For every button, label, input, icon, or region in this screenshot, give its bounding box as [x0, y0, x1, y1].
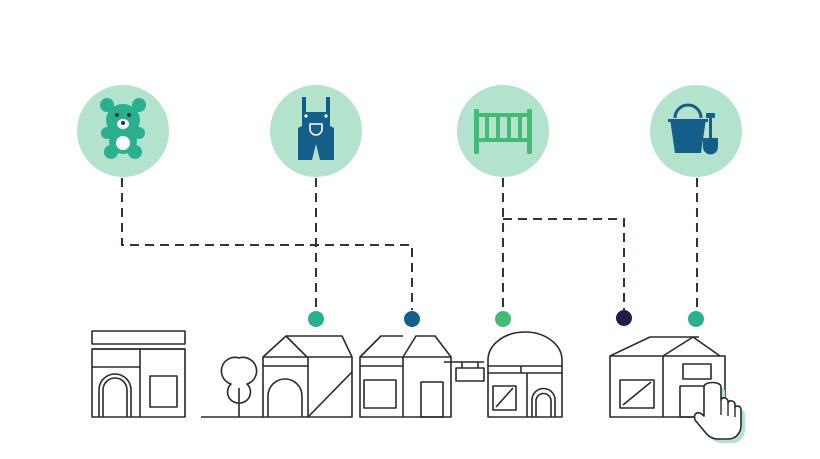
- teddy-bear-icon: [100, 98, 146, 159]
- endpoint-dot-store-2: [308, 311, 324, 327]
- hand-pointer-icon: [693, 381, 745, 443]
- store-1-building: [91, 330, 186, 418]
- store-4-building: [487, 331, 563, 418]
- endpoint-dots: [308, 310, 704, 327]
- crib-icon: [474, 109, 532, 154]
- tree: [201, 356, 263, 418]
- store-5-building: [609, 336, 726, 418]
- bucket-shovel-icon: [668, 103, 718, 155]
- overalls-icon: [298, 97, 334, 160]
- store-3-building: [359, 335, 452, 418]
- endpoint-dot-store-5-left: [616, 310, 632, 326]
- category-circles: [77, 85, 742, 177]
- endpoint-dot-store-4: [495, 311, 511, 327]
- store-2-building: [262, 335, 353, 418]
- connector-teddy-to-store-3: [121, 178, 413, 310]
- hanging-sign: [444, 361, 485, 382]
- endpoint-dot-store-3: [404, 311, 420, 327]
- connector-crib-to-store-5: [503, 218, 625, 310]
- endpoint-dot-store-5-right: [688, 311, 704, 327]
- storefronts: [91, 330, 726, 418]
- connector-lines: [121, 178, 698, 310]
- category-circle-crib: [457, 85, 549, 177]
